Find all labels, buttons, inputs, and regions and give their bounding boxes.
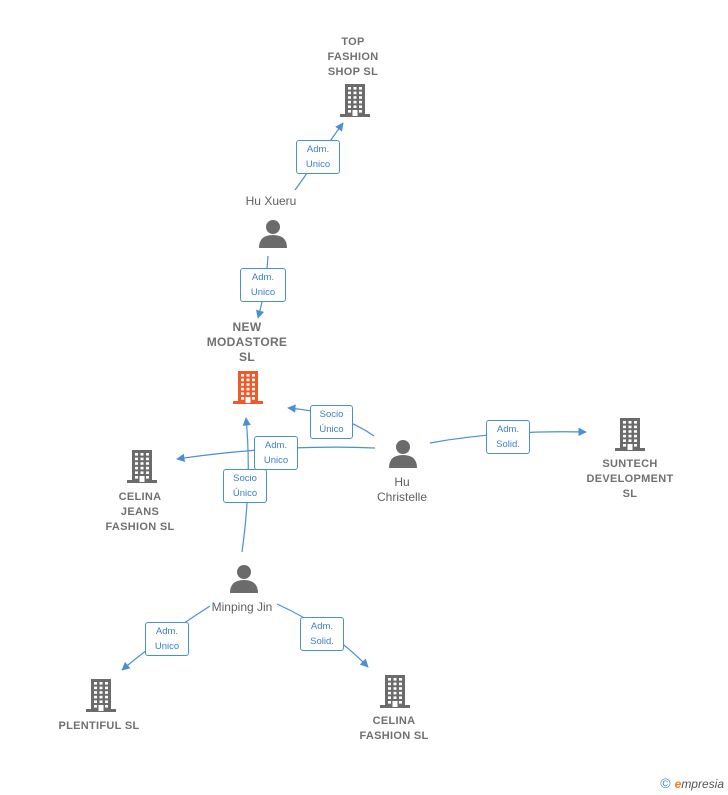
brand-footer: ©empresia xyxy=(660,775,724,791)
edge-label-huxueru-topfashion[interactable]: Adm. Unico xyxy=(296,140,340,174)
node-label-plentiful[interactable]: PLENTIFUL SL xyxy=(58,720,140,732)
person-icon-minping-jin[interactable] xyxy=(230,565,258,593)
building-icon-plentiful[interactable] xyxy=(86,679,116,712)
building-icon-celina-jeans[interactable] xyxy=(127,450,157,483)
building-icon-new-modastore[interactable] xyxy=(233,371,263,404)
brand-logo-initial: e xyxy=(674,777,682,791)
node-label-suntech[interactable]: SUNTECH DEVELOPMENT SL xyxy=(586,458,674,500)
edge-label-minping-newmodastore[interactable]: Socio Único xyxy=(223,469,267,503)
edge-label-huxueru-newmodastore[interactable]: Adm. Unico xyxy=(240,268,286,302)
node-label-top-fashion[interactable]: TOP FASHION SHOP SL xyxy=(327,36,379,78)
building-icon-top-fashion[interactable] xyxy=(340,84,370,117)
edge-label-huchristelle-celinajeans[interactable]: Adm. Unico xyxy=(254,436,298,470)
node-label-minping-jin[interactable]: Minping Jin xyxy=(211,600,273,614)
node-label-celina-fashion[interactable]: CELINA FASHION SL xyxy=(359,715,429,742)
edge-label-minping-celinafashion[interactable]: Adm. Solid. xyxy=(300,617,344,651)
edge-label-huchristelle-suntech[interactable]: Adm. Solid. xyxy=(486,420,530,454)
node-label-new-modastore[interactable]: NEW MODASTORE SL xyxy=(206,320,288,364)
edge-label-huchristelle-newmodastore[interactable]: Socio Único xyxy=(310,405,353,439)
node-label-hu-xueru[interactable]: Hu Xueru xyxy=(245,194,297,208)
brand-logo-text: mpresia xyxy=(681,777,724,791)
copyright-icon: © xyxy=(660,775,671,791)
node-label-celina-jeans[interactable]: CELINA JEANS FASHION SL xyxy=(105,491,175,533)
person-icon-hu-christelle[interactable] xyxy=(389,440,417,468)
building-icon-celina-fashion[interactable] xyxy=(380,675,410,708)
edge-label-minping-plentiful[interactable]: Adm. Unico xyxy=(145,622,189,656)
person-icon-hu-xueru[interactable] xyxy=(259,220,287,248)
node-label-hu-christelle[interactable]: Hu Christelle xyxy=(376,475,427,504)
building-icon-suntech[interactable] xyxy=(615,418,645,451)
